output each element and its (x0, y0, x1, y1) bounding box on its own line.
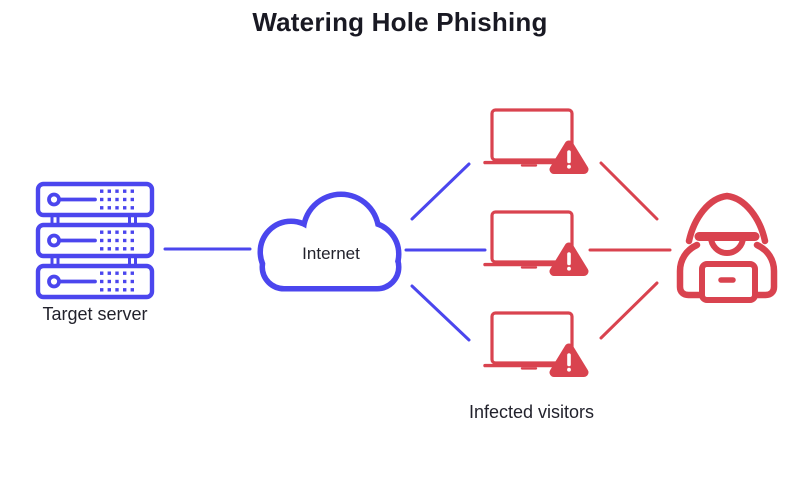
hacker-hood (685, 192, 769, 245)
connector-visitor-3-attacker (599, 281, 659, 340)
internet-label: Internet (302, 244, 360, 263)
hacker-right-arm (747, 241, 778, 299)
connectors (163, 161, 672, 342)
server-unit (38, 184, 152, 215)
target-server-label: Target server (42, 304, 148, 324)
hacker-left-arm (676, 241, 707, 299)
cloud-icon (257, 191, 402, 292)
infected-visitors-label: Infected visitors (468, 402, 595, 422)
cloud-fill (263, 197, 396, 286)
connector-internet-visitor-3 (410, 284, 471, 342)
connector-visitor-1-attacker (599, 161, 659, 221)
connector-internet-visitor-1 (410, 162, 471, 221)
laptop-warning-icon (485, 212, 584, 272)
server-unit (38, 225, 152, 256)
laptop-warning-icon (485, 110, 584, 170)
hacker-icon (676, 192, 778, 303)
laptop-warning-icon (485, 313, 584, 373)
server-unit (38, 266, 152, 297)
server-rack-icon (38, 184, 152, 297)
hacker-face (708, 236, 746, 256)
diagram-title: Watering Hole Phishing (252, 7, 548, 37)
